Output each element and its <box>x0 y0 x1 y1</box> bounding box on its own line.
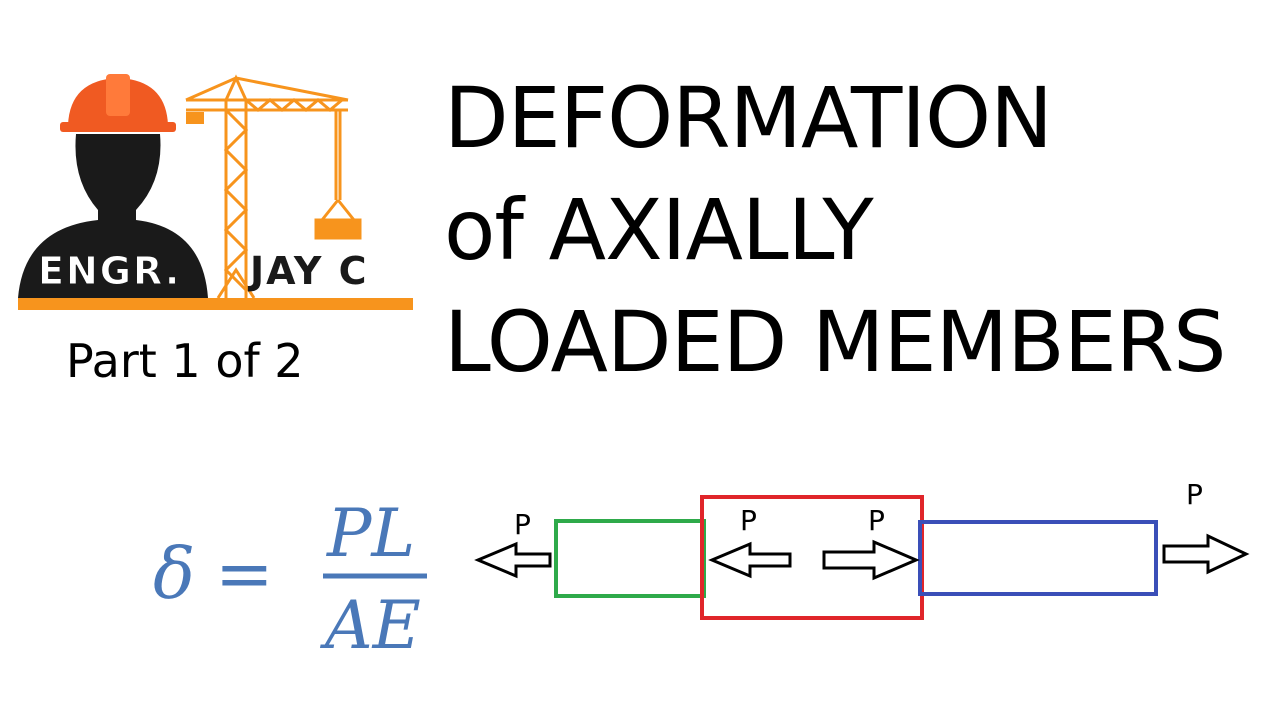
logo-base-bar <box>18 298 413 310</box>
worker-silhouette-icon <box>18 134 208 298</box>
counterweight-icon <box>186 112 204 124</box>
formula-delta: δ <box>153 533 195 615</box>
force-label-1: P <box>514 508 531 541</box>
left-arrow-icon <box>474 541 552 579</box>
logo-name-left: ENGR. <box>38 249 181 293</box>
part-label: Part 1 of 2 <box>66 334 304 388</box>
middle-left-arrow-icon <box>708 541 792 579</box>
right-segment <box>918 520 1158 596</box>
title-line-3: LOADED MEMBERS <box>444 293 1226 391</box>
engr-jay-c-logo: ENGR. JAY C <box>18 74 413 310</box>
right-arrow-icon <box>1162 533 1250 575</box>
formula-equals: = <box>215 533 274 615</box>
force-label-3: P <box>868 504 885 537</box>
force-label-2: P <box>740 504 757 537</box>
formula-numerator: PL <box>326 495 415 572</box>
deformation-formula: δ = PL AE <box>153 495 427 664</box>
left-segment <box>554 519 706 598</box>
logo-name-right: JAY C <box>247 249 369 293</box>
title-line-2: of AXIALLY <box>444 181 874 279</box>
tower-crane-icon <box>185 74 362 299</box>
middle-right-arrow-icon <box>822 539 920 581</box>
axially-loaded-member-diagram: P P P P <box>474 478 1250 620</box>
title-line-1: DEFORMATION <box>444 69 1053 167</box>
hard-hat-icon <box>60 74 176 132</box>
force-label-4: P <box>1186 478 1203 511</box>
formula-denominator: AE <box>319 587 421 664</box>
